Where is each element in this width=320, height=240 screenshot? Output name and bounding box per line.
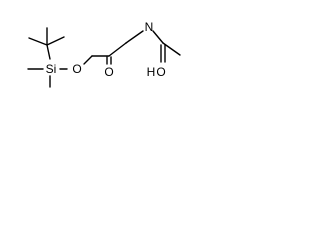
atom-amide-hydrogen-label: H (147, 65, 156, 79)
bond-n-acyl (152, 30, 164, 44)
bond-o-ch2 (83, 55, 93, 65)
bond-ch2-n (125, 30, 144, 44)
atom-amide-nitrogen-label: N (145, 20, 154, 34)
atom-ketone-oxygen-label: O (104, 65, 113, 79)
bond-tbu-to-si (46, 44, 51, 60)
atom-amide-oxygen-label: O (156, 65, 165, 79)
atom-ether-oxygen-label: O (72, 62, 81, 76)
bond-carbonyl-ch2 (108, 42, 127, 57)
bond-tbu-methyl-left (28, 37, 48, 46)
atom-si-label: Si (46, 62, 57, 76)
bond-acyl-methyl (162, 42, 181, 56)
bond-tbu-methyl-right (46, 36, 65, 46)
molecule-structure: Si O O N H O (27, 20, 181, 88)
